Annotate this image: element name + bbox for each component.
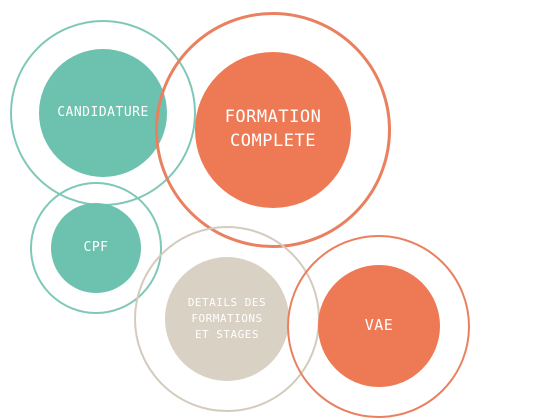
formation-complete-label: FORMATION COMPLETE bbox=[224, 107, 322, 151]
cpf-ring bbox=[30, 182, 162, 314]
candidature-button[interactable]: CANDIDATURE bbox=[39, 49, 167, 177]
vae-label: VAE bbox=[364, 316, 394, 335]
formation-complete-button[interactable]: FORMATION COMPLETE bbox=[195, 52, 351, 208]
vae-button[interactable]: VAE bbox=[318, 265, 440, 387]
candidature-label: CANDIDATURE bbox=[57, 104, 149, 120]
cpf-label: CPF bbox=[83, 239, 109, 255]
vae-ring bbox=[287, 235, 470, 418]
cpf-button[interactable]: CPF bbox=[51, 203, 141, 293]
details-label: DETAILS DES FORMATIONS ET STAGES bbox=[187, 296, 267, 341]
details-button[interactable]: DETAILS DES FORMATIONS ET STAGES bbox=[165, 257, 289, 381]
